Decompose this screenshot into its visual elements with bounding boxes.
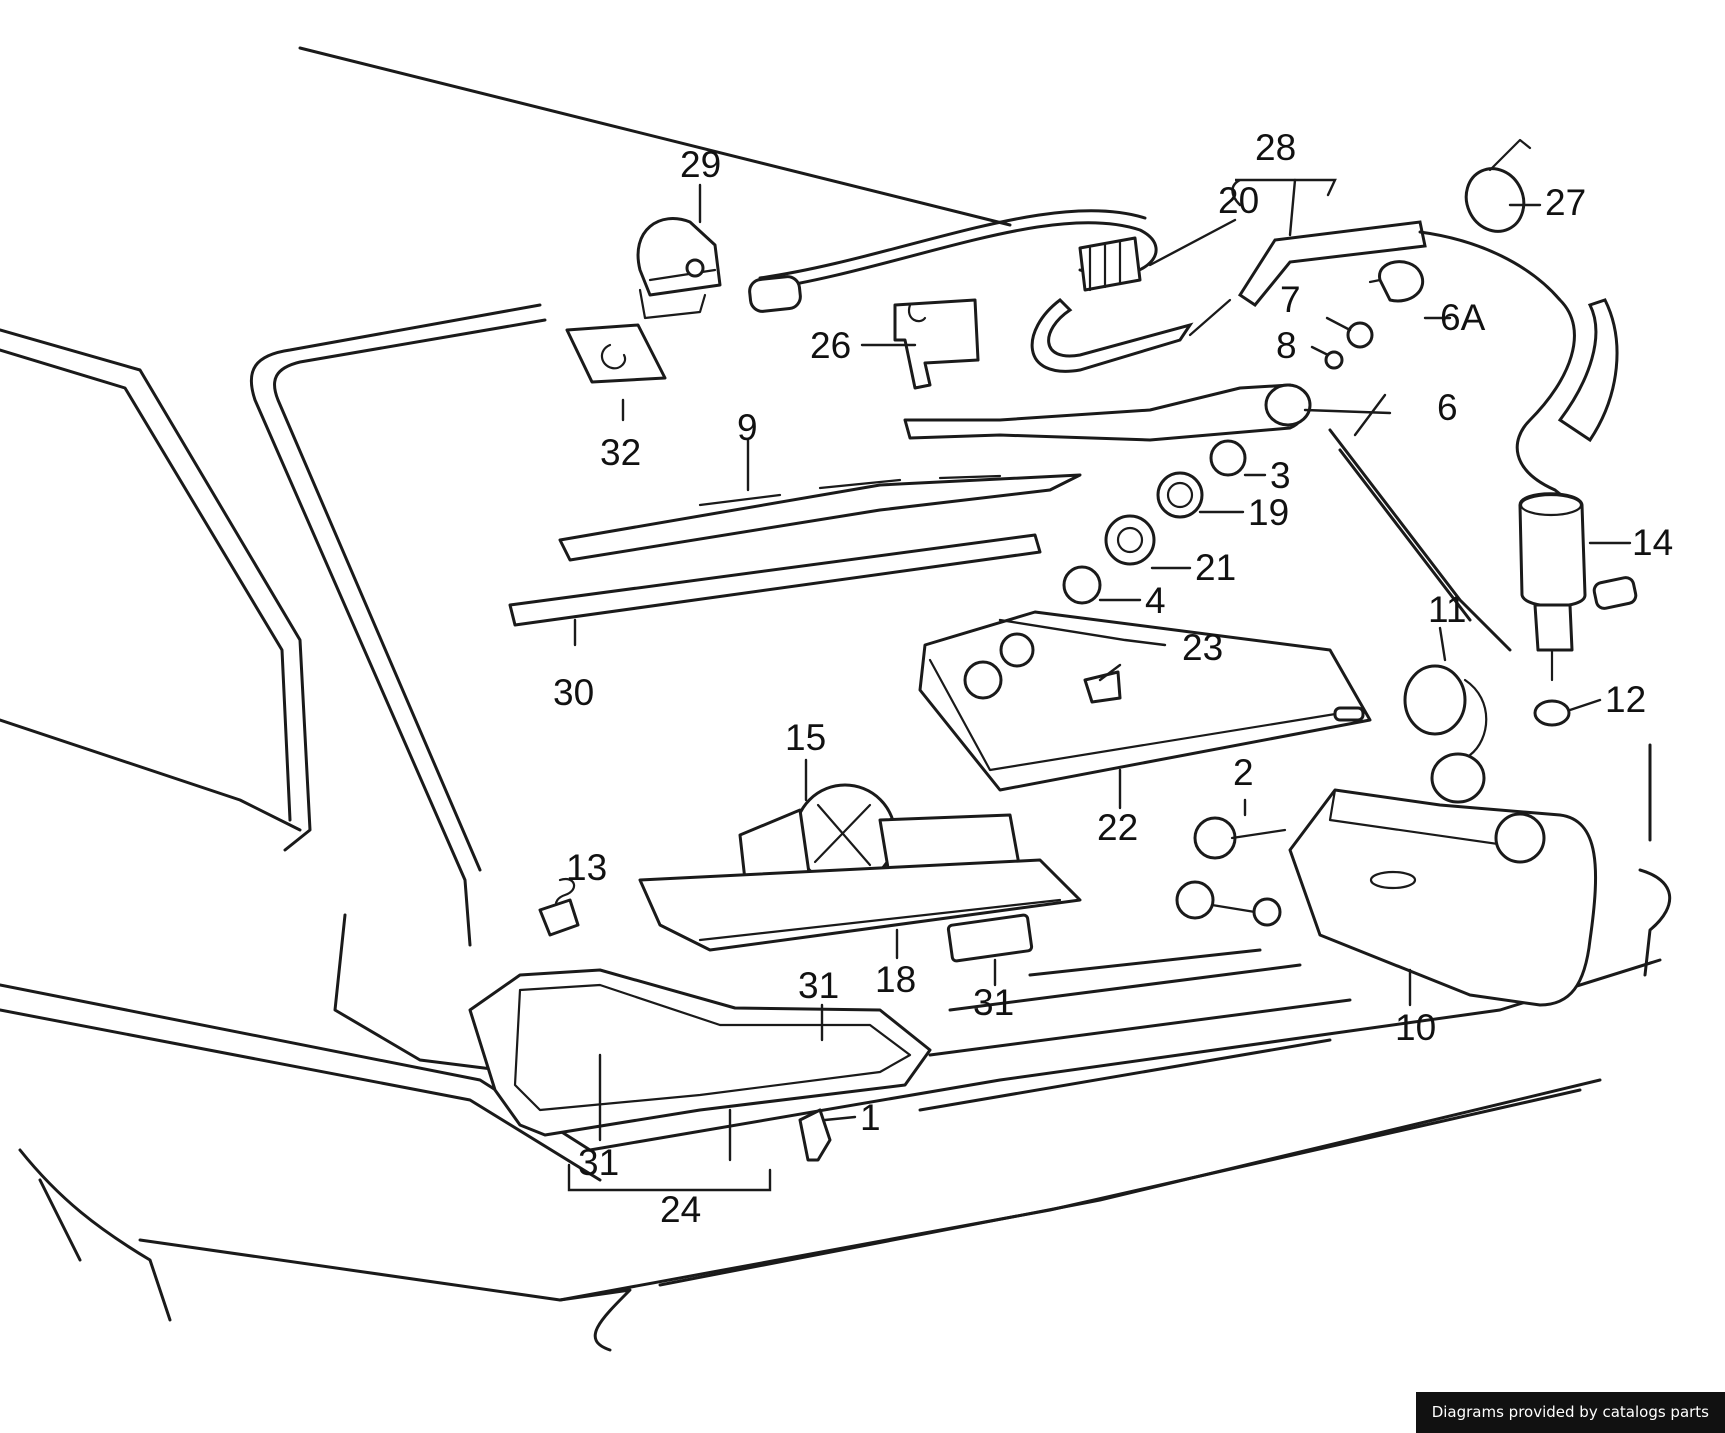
pad-31-right (946, 913, 1034, 963)
reservoir-cap-11 (1403, 664, 1488, 804)
washer-8 (1324, 350, 1344, 370)
callout-24: 24 (660, 1189, 701, 1230)
callout-11: 11 (1428, 589, 1466, 630)
callout-32: 32 (600, 432, 641, 473)
cap-6a (1368, 260, 1425, 303)
callout-12: 12 (1605, 679, 1646, 720)
callout-13: 13 (566, 847, 607, 888)
nut-7 (1346, 321, 1374, 349)
washer-reservoir-10 (1288, 788, 1598, 1007)
callout-15: 15 (785, 717, 826, 758)
washer-nozzle-29 (636, 217, 722, 320)
callout-7: 7 (1280, 279, 1301, 320)
mounting-frame-18 (638, 858, 1082, 952)
callout-31-right: 31 (973, 982, 1014, 1023)
callout-31-left: 31 (578, 1142, 619, 1183)
callout-1: 1 (860, 1097, 881, 1138)
callout-18: 18 (875, 959, 916, 1000)
washer-pump-14 (1518, 492, 1638, 682)
callout-26: 26 (810, 325, 851, 366)
leader-lines (567, 178, 1632, 1192)
callout-28: 28 (1255, 127, 1296, 168)
rivet-1 (798, 1108, 832, 1162)
callout-20: 20 (1218, 180, 1259, 221)
callout-27: 27 (1545, 182, 1586, 223)
cover-22 (918, 610, 1372, 792)
seal-21 (1104, 514, 1156, 566)
callout-23: 23 (1182, 627, 1223, 668)
footer-credit: Diagrams provided by catalogs parts (1415, 1392, 1725, 1433)
gasket-32 (565, 323, 667, 384)
hose-28 (1030, 220, 1619, 512)
hose-20 (748, 209, 1158, 313)
wiper-blade-9 (558, 473, 1082, 562)
grommet-12 (1533, 699, 1571, 727)
callout-19: 19 (1248, 492, 1289, 533)
nut-3 (1209, 439, 1247, 477)
callout-4: 4 (1145, 580, 1166, 621)
car-body-outline (0, 46, 1672, 1352)
bushing-19 (1156, 471, 1204, 519)
washer-4 (1062, 565, 1102, 605)
spring-13 (538, 877, 580, 937)
clip-26 (893, 298, 980, 390)
callout-9: 9 (737, 407, 758, 448)
callout-30: 30 (553, 672, 594, 713)
callout-labels: 29 32 26 28 20 27 7 8 6A 6 9 3 19 21 4 2… (553, 127, 1673, 1230)
callout-29: 29 (680, 144, 721, 185)
blade-insert-30 (508, 533, 1042, 627)
callout-22: 22 (1097, 807, 1138, 848)
callout-8: 8 (1276, 325, 1297, 366)
callout-21: 21 (1195, 547, 1236, 588)
callout-6: 6 (1437, 387, 1458, 428)
callout-10: 10 (1395, 1007, 1436, 1048)
screw-2 (1175, 816, 1287, 927)
cover-tray-24 (468, 968, 932, 1137)
hose-clip-27 (1464, 138, 1532, 233)
callout-6a: 6A (1440, 297, 1486, 338)
callout-2: 2 (1233, 752, 1254, 793)
wiper-arm-6 (903, 383, 1312, 442)
callout-3: 3 (1270, 455, 1291, 496)
callout-14: 14 (1632, 522, 1673, 563)
callout-31-center: 31 (798, 965, 839, 1006)
